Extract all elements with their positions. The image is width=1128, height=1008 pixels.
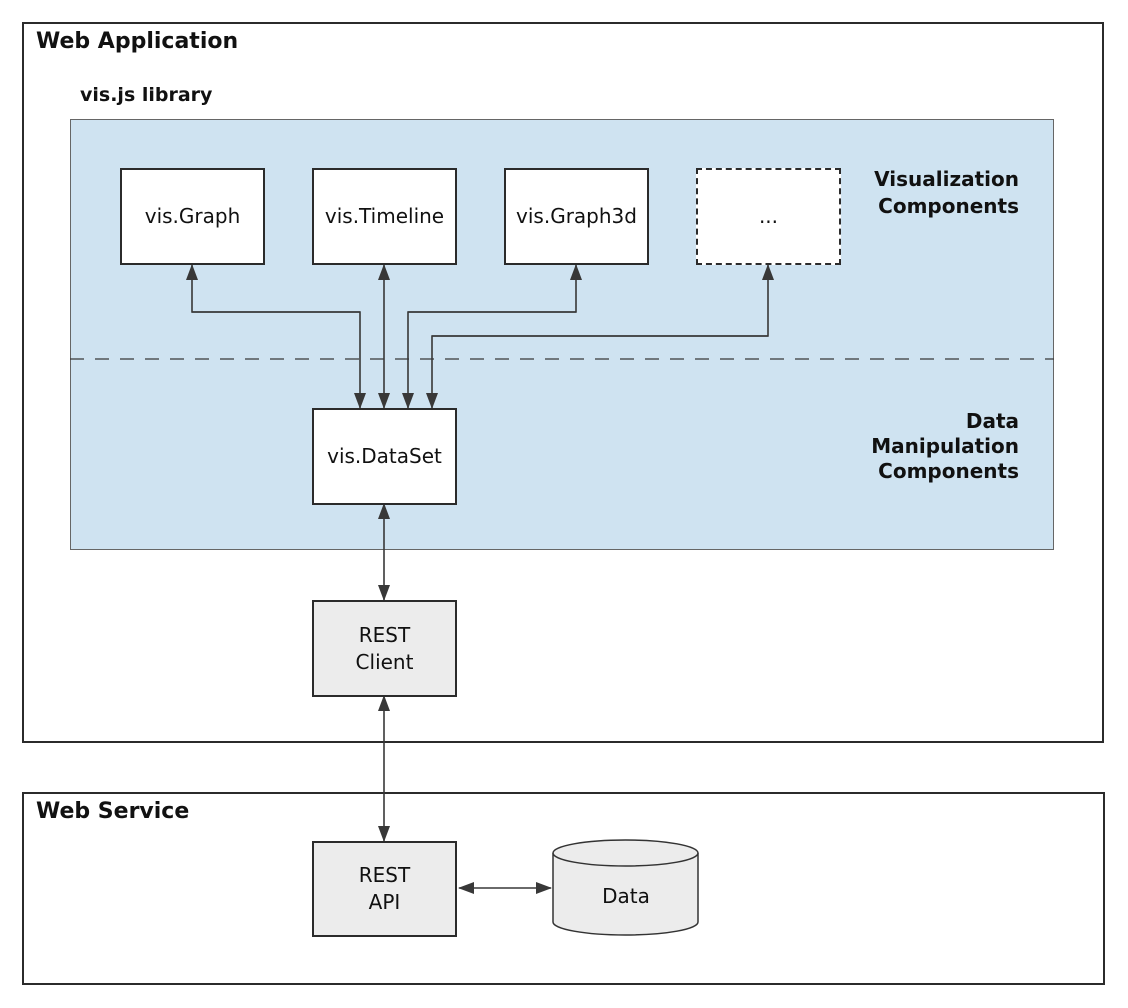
node-vis-graph3d: vis.Graph3d — [504, 168, 649, 265]
connector-graph3d-dataset — [402, 264, 582, 409]
node-rest-client: REST Client — [312, 600, 457, 697]
web-service-title: Web Service — [36, 799, 190, 824]
node-vis-dataset: vis.DataSet — [312, 408, 457, 505]
web-application-title: Web Application — [36, 29, 239, 54]
data-cylinder — [552, 839, 699, 936]
label-visualization-components: Visualization Components — [874, 167, 1019, 218]
visjs-library-title: vis.js library — [80, 84, 213, 106]
label-data-manipulation-components: Data Manipulation Components — [871, 409, 1019, 483]
node-more-components: ... — [696, 168, 841, 265]
connector-more-dataset — [426, 264, 774, 409]
node-rest-api: REST API — [312, 841, 457, 937]
connector-graph-dataset — [186, 264, 366, 409]
node-vis-timeline: vis.Timeline — [312, 168, 457, 265]
data-store-label: Data — [602, 884, 650, 908]
node-vis-graph: vis.Graph — [120, 168, 265, 265]
